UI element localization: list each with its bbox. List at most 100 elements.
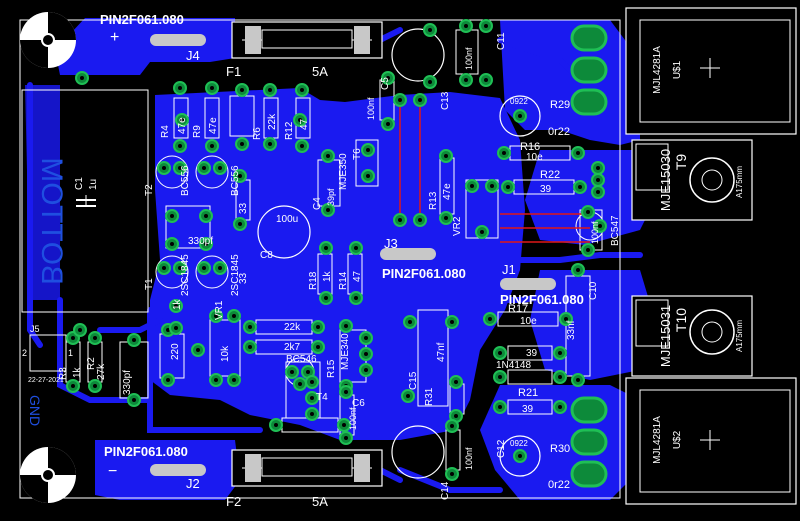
pad-hole xyxy=(93,336,97,340)
pad-hole xyxy=(300,144,304,148)
driver-transistor-t10 xyxy=(631,295,753,377)
vr2-label: VR2 xyxy=(452,216,463,236)
f1-value: 5A xyxy=(312,64,328,79)
r-220: 220 xyxy=(170,343,181,360)
board-outline xyxy=(19,19,621,499)
pad-hole xyxy=(274,423,278,427)
pad-hole xyxy=(596,190,600,194)
pad-hole xyxy=(166,378,170,382)
pad-hole xyxy=(454,380,458,384)
pad-hole xyxy=(178,144,182,148)
r-33-b: 33 xyxy=(238,272,249,284)
plus-marker: + xyxy=(110,29,119,46)
r30-label: R30 xyxy=(550,443,570,455)
c4-value: 39pf xyxy=(326,188,336,206)
r-2k7: 2k7 xyxy=(284,342,301,353)
r17-label: R17 xyxy=(508,303,528,315)
pad-hole xyxy=(470,184,474,188)
pad-hole xyxy=(80,76,84,80)
pad-hole xyxy=(268,142,272,146)
r3-value: 1k xyxy=(72,366,83,378)
pad-hole xyxy=(316,345,320,349)
pad-hole xyxy=(162,166,166,170)
pad-hole xyxy=(576,268,580,272)
f2-value: 5A xyxy=(312,494,328,509)
t10-part-label: MJE15031 xyxy=(658,305,673,367)
pad-hole xyxy=(428,80,432,84)
r2-value: 27k xyxy=(96,363,107,380)
pad-hole xyxy=(170,242,174,246)
pad-hole xyxy=(598,224,602,228)
pad-hole xyxy=(268,88,272,92)
pad-hole xyxy=(162,266,166,270)
pad-hole xyxy=(238,222,242,226)
pad-hole xyxy=(418,98,422,102)
r29-value: 0r22 xyxy=(548,126,570,138)
connector-pads xyxy=(150,34,556,476)
j5-label: J5 xyxy=(30,324,40,334)
pad-hole xyxy=(398,218,402,222)
pad-hole xyxy=(178,86,182,90)
jumper-wires xyxy=(399,100,590,243)
j4-part-label: PIN2F061.080 xyxy=(100,12,184,27)
pad-hole xyxy=(166,328,170,332)
us1-part-label: MJL4281A xyxy=(652,46,663,94)
pad-hole xyxy=(498,405,502,409)
t9-heatsink-label: A175mm xyxy=(735,166,744,198)
pad-hole xyxy=(298,382,302,386)
r29-label: R29 xyxy=(550,99,570,111)
c15-value: 47nf xyxy=(436,342,447,362)
pad-hole xyxy=(248,325,252,329)
pad-hole xyxy=(248,345,252,349)
t9-part-label: MJE15030 xyxy=(658,149,673,211)
j4-label: J4 xyxy=(186,48,200,63)
pad-hole xyxy=(450,320,454,324)
c6-value: 100nf xyxy=(348,407,358,430)
pad-hole xyxy=(366,148,370,152)
pad-hole xyxy=(344,390,348,394)
pad-hole xyxy=(316,325,320,329)
c5-value: 100nf xyxy=(366,97,376,120)
pad-hole xyxy=(78,328,82,332)
j3-label: J3 xyxy=(384,236,398,251)
pad-hole xyxy=(586,248,590,252)
pad-hole xyxy=(178,266,182,270)
r2-label: R2 xyxy=(86,357,97,370)
r18-value: 1k xyxy=(322,270,333,282)
pad-hole xyxy=(218,166,222,170)
pad-hole xyxy=(502,151,506,155)
pad-hole xyxy=(326,208,330,212)
power-pads xyxy=(570,24,608,488)
pad-hole xyxy=(558,375,562,379)
j2-label: J2 xyxy=(186,476,200,491)
r14-label: R14 xyxy=(338,271,349,290)
r9-label: R9 xyxy=(192,125,203,138)
r12-label: R12 xyxy=(284,121,295,140)
power-transistor-us2 xyxy=(625,377,797,505)
pad-hole xyxy=(444,216,448,220)
pad-hole xyxy=(490,184,494,188)
c6-label: C6 xyxy=(352,398,365,409)
r-33-a: 33 xyxy=(238,202,249,214)
c1-value: 1u xyxy=(88,179,99,190)
date-label: 22-27-2021 xyxy=(28,377,64,384)
pad-hole xyxy=(204,242,208,246)
t9-label: T9 xyxy=(673,154,689,171)
r21-label: R21 xyxy=(518,387,538,399)
mounting-holes xyxy=(20,12,76,503)
r13-value: 47e xyxy=(442,183,453,200)
fuse-f1 xyxy=(231,21,383,59)
pad-hole xyxy=(366,174,370,178)
us2-label: U$2 xyxy=(672,430,683,449)
pad-hole xyxy=(174,326,178,330)
r12-value: 47 xyxy=(299,118,310,130)
pad-hole xyxy=(218,266,222,270)
pad-hole xyxy=(364,336,368,340)
pad-hole xyxy=(454,414,458,418)
pad-hole xyxy=(596,166,600,170)
minus-marker: − xyxy=(108,463,117,480)
r31-label: R31 xyxy=(424,387,435,406)
c4-label: C4 xyxy=(312,197,323,210)
gnd-label: GND xyxy=(27,395,43,426)
cap-0922-top: 0922 xyxy=(510,97,528,106)
